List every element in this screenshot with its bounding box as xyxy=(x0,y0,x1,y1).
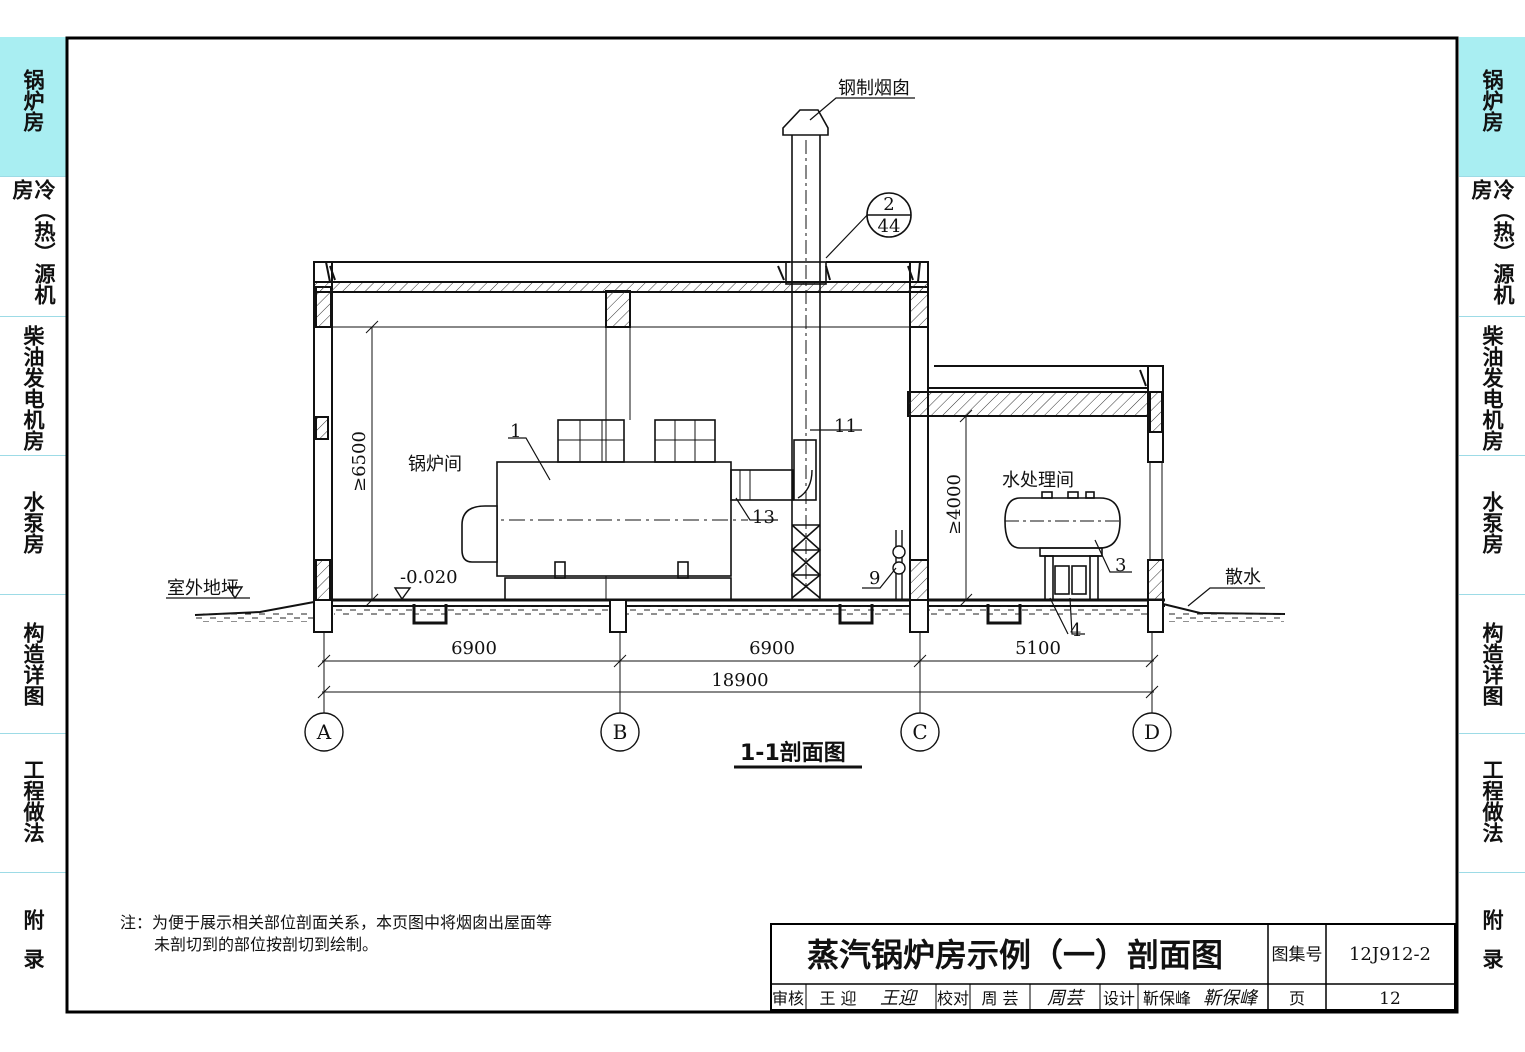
atlas-label: 图集号 xyxy=(1272,945,1323,965)
axis-b: B xyxy=(613,720,628,744)
tab-pump-room-right[interactable]: 水泵房 xyxy=(1459,456,1525,595)
callout-13: 13 xyxy=(752,507,775,528)
span-bc: 6900 xyxy=(749,638,795,659)
drawing-title: 蒸汽锅炉房示例（一）剖面图 xyxy=(807,936,1223,974)
page-number: 12 xyxy=(1379,989,1401,1009)
floor-slab xyxy=(314,598,1165,625)
chimney-label: 钢制烟囱 xyxy=(838,78,910,99)
total-span: 18900 xyxy=(711,670,768,691)
tab-engineering-methods[interactable]: 工程做法 xyxy=(0,734,66,873)
outdoor-ground-label: 室外地坪 xyxy=(167,578,239,599)
checker-name: 周 芸 xyxy=(981,989,1018,1008)
review-label: 审核 xyxy=(772,989,804,1008)
room-label-boiler: 锅炉间 xyxy=(408,454,462,475)
section-title: 1-1剖面图 xyxy=(740,740,846,766)
page-label: 页 xyxy=(1289,989,1305,1008)
floor-level-label: -0.020 xyxy=(400,567,458,588)
tab-cold-heat-source-right[interactable]: 冷（热）源机房 xyxy=(1459,177,1525,317)
callout-3: 3 xyxy=(1115,555,1126,576)
reviewer-signature: 王迎 xyxy=(880,988,919,1009)
axis-a: A xyxy=(316,720,332,744)
boiler-hall-structure xyxy=(313,261,929,633)
designer-signature: 靳保峰 xyxy=(1203,988,1259,1009)
axis-bubbles xyxy=(304,712,1172,752)
callout-4: 4 xyxy=(1070,620,1081,641)
height-boiler: ≥6500 xyxy=(349,431,370,492)
drawing-frame xyxy=(65,36,1459,1014)
check-label: 校对 xyxy=(937,989,969,1008)
tab-appendix-right[interactable]: 附录 xyxy=(1480,909,1504,987)
axis-c: C xyxy=(912,720,927,744)
steel-chimney xyxy=(782,109,829,600)
tab-pump-room[interactable]: 水泵房 xyxy=(0,456,66,595)
checker-signature: 周芸 xyxy=(1047,988,1086,1009)
span-cd: 5100 xyxy=(1015,638,1061,659)
tab-appendix[interactable]: 附录 xyxy=(21,909,45,987)
steam-boiler xyxy=(461,419,813,601)
tab-cold-heat-source[interactable]: 冷（热）源机房 xyxy=(0,177,66,317)
drawing-note: 注：为便于展示相关部位剖面关系，本页图中将烟囱出屋面等 未剖切到的部位按剖切到绘… xyxy=(120,912,552,956)
pipe-valve xyxy=(892,530,906,600)
room-label-water: 水处理间 xyxy=(1002,470,1074,491)
note-line-2: 未剖切到的部位按剖切到绘制。 xyxy=(154,935,379,954)
callout-1: 1 xyxy=(510,421,521,442)
ground-line xyxy=(194,601,1286,622)
span-ab: 6900 xyxy=(451,638,497,659)
atlas-number: 12J912-2 xyxy=(1349,944,1431,965)
callout-11: 11 xyxy=(834,416,857,437)
tab-construction-details[interactable]: 构造详图 xyxy=(0,595,66,734)
ground-level-marker xyxy=(226,586,244,600)
apron-label: 散水 xyxy=(1225,567,1261,588)
tab-engineering-methods-right[interactable]: 工程做法 xyxy=(1459,734,1525,873)
detail-ref-bottom: 44 xyxy=(878,216,901,237)
height-dimensions xyxy=(365,320,973,607)
leader-lines xyxy=(166,97,1265,635)
level-marker xyxy=(393,587,412,601)
reviewer-name: 王 迎 xyxy=(819,989,856,1008)
note-line-1: 注：为便于展示相关部位剖面关系，本页图中将烟囱出屋面等 xyxy=(120,913,553,932)
tab-construction-details-right[interactable]: 构造详图 xyxy=(1459,595,1525,734)
detail-ref-top: 2 xyxy=(883,194,894,215)
axis-d: D xyxy=(1144,720,1160,744)
span-dimensions xyxy=(317,632,1159,714)
callout-9: 9 xyxy=(869,568,880,589)
title-block xyxy=(770,923,1456,1011)
tab-boiler-room-right[interactable]: 锅炉房 xyxy=(1459,37,1525,177)
water-treatment-structure xyxy=(907,365,1164,633)
tab-boiler-room[interactable]: 锅炉房 xyxy=(0,37,66,177)
water-tank xyxy=(1004,491,1121,601)
designer-name: 靳保峰 xyxy=(1143,989,1191,1008)
tab-diesel-generator[interactable]: 柴油发电机房 xyxy=(0,317,66,456)
tab-diesel-generator-right[interactable]: 柴油发电机房 xyxy=(1459,317,1525,456)
design-label: 设计 xyxy=(1103,989,1135,1008)
height-water: ≥4000 xyxy=(944,474,965,535)
